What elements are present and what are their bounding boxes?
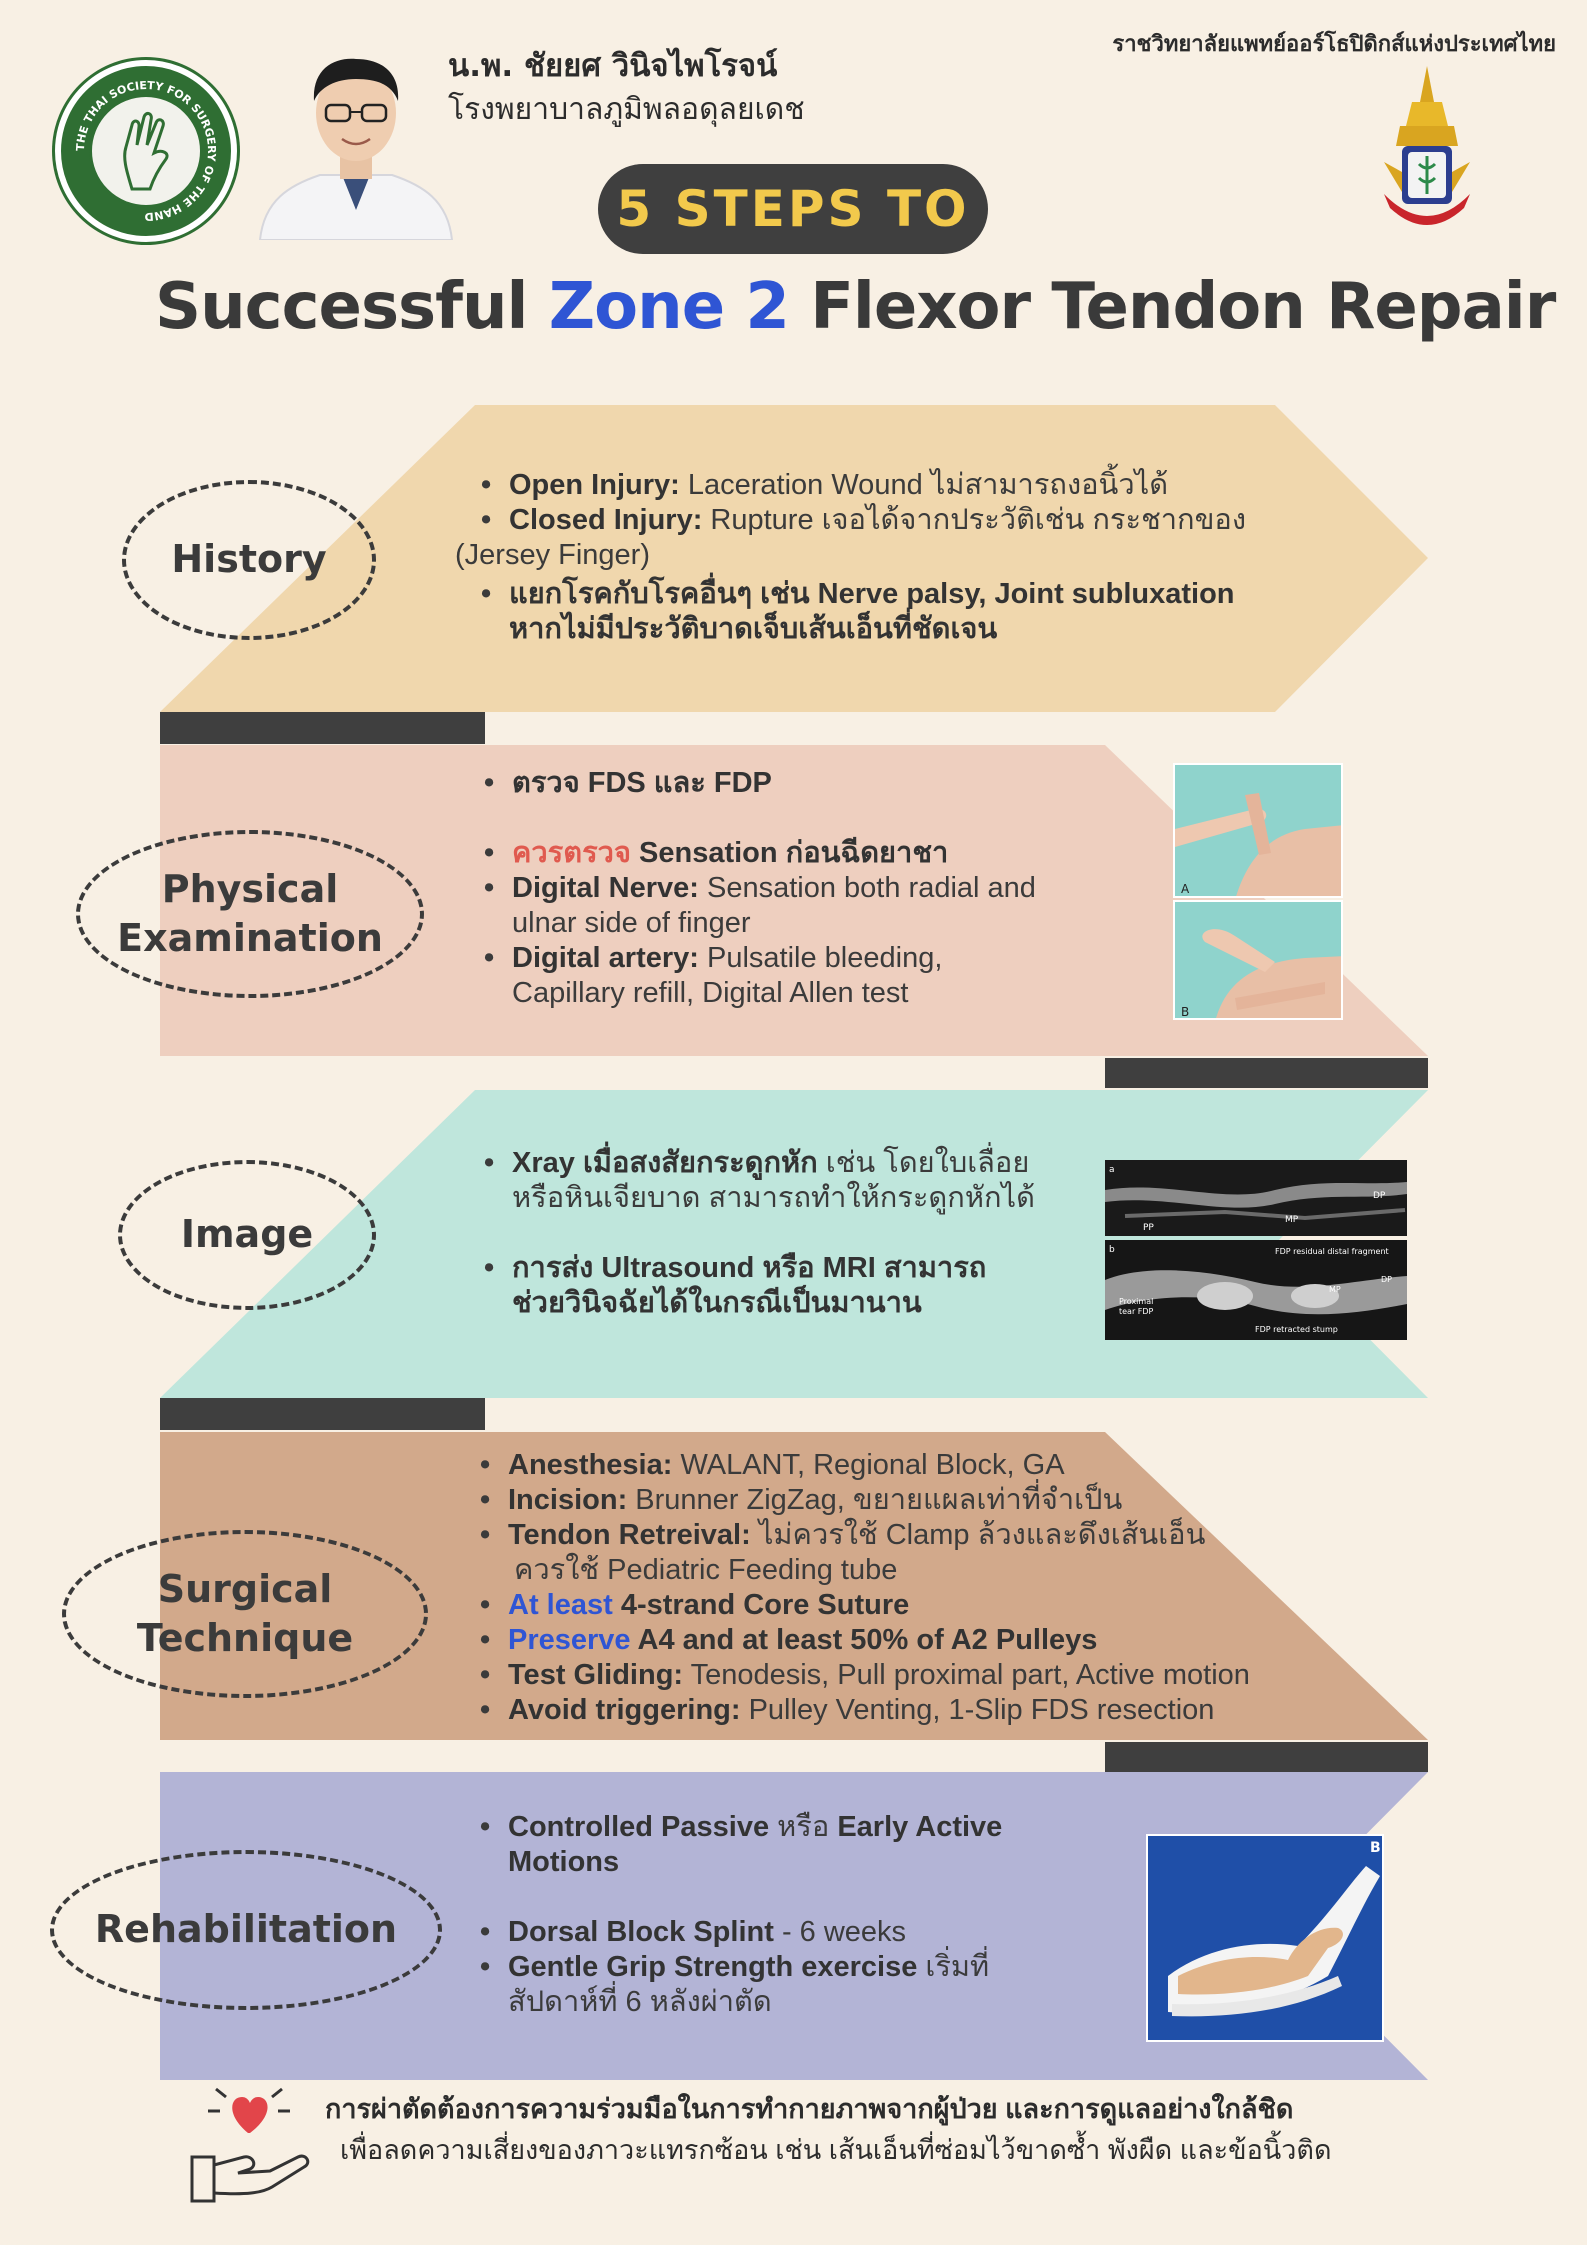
list-item: Open Injury: Laceration Wound ไม่สามารถง… [475, 468, 1335, 503]
caring-hand-heart-icon [186, 2075, 312, 2215]
list-item-continuation: ulnar side of finger [512, 907, 751, 939]
list-item: การส่ง Ultrasound หรือ MRI สามารถ [478, 1251, 1118, 1286]
svg-text:a: a [1109, 1165, 1115, 1175]
history-label: History [122, 480, 376, 640]
list-item: Anesthesia: WALANT, Regional Block, GA [474, 1448, 1404, 1483]
finger-exam-photo-b: B [1173, 900, 1343, 1020]
ultrasound-image-a: a PP MP DP [1105, 1160, 1407, 1236]
surgical-bullets: Anesthesia: WALANT, Regional Block, GA I… [474, 1448, 1404, 1728]
dorsal-block-splint-photo: B [1146, 1834, 1384, 2042]
title-part2: Flexor Tendon Repair [788, 270, 1556, 344]
list-item: Digital artery: Pulsatile bleeding, [478, 941, 1158, 976]
history-bar [160, 712, 485, 744]
list-item: Test Gliding: Tenodesis, Pull proximal p… [474, 1658, 1404, 1693]
list-item-continuation: ช่วยวินิจฉัยได้ในกรณีเป็นมานาน [512, 1287, 922, 1319]
svg-text:tear FDP: tear FDP [1119, 1307, 1154, 1316]
svg-text:b: b [1109, 1245, 1115, 1255]
hospital-name: โรงพยาบาลภูมิพลอดุลยเดช [448, 92, 805, 127]
photo-label-b: B [1181, 1005, 1189, 1019]
list-item: แยกโรคกับโรคอื่นๆ เช่น Nerve palsy, Join… [475, 577, 1335, 612]
royal-college-emblem [1372, 62, 1482, 242]
list-item: Incision: Brunner ZigZag, ขยายแผลเท่าที่… [474, 1483, 1404, 1518]
list-item: Avoid triggering: Pulley Venting, 1-Slip… [474, 1693, 1404, 1728]
svg-text:DP: DP [1381, 1275, 1392, 1284]
doctor-name: น.พ. ชัยยศ วินิจไพโรจน์ [448, 48, 778, 84]
hand-icon [89, 94, 203, 208]
svg-text:Proximal: Proximal [1119, 1297, 1153, 1306]
list-item: Controlled Passive หรือ Early Active [474, 1810, 1114, 1845]
list-item-continuation: หากไม่มีประวัติบาดเจ็บเส้นเอ็นที่ชัดเจน [509, 613, 998, 645]
list-item: Closed Injury: Rupture เจอได้จากประวัติเ… [475, 503, 1335, 538]
image-bar [160, 1398, 485, 1430]
list-item: At least 4-strand Core Suture [474, 1588, 1404, 1623]
list-item-continuation: ควรใช้ Pediatric Feeding tube [514, 1554, 898, 1586]
footer-note-line1: การผ่าตัดต้องการความร่วมมือในการทำกายภาพ… [325, 2094, 1294, 2124]
list-item: Preserve A4 and at least 50% of A2 Pulle… [474, 1623, 1404, 1658]
list-item: Dorsal Block Splint - 6 weeks [474, 1915, 1114, 1950]
rehab-bullets: Controlled Passive หรือ Early Active Mot… [474, 1810, 1114, 2020]
list-item-continuation: หรือหินเจียบาด สามารถทำให้กระดูกหักได้ [512, 1182, 1035, 1214]
title-part1: Successful [155, 270, 549, 344]
hand-society-logo: THE THAI SOCIETY FOR SURGERY OF THE HAND [55, 60, 237, 242]
list-item: Xray เมื่อสงสัยกระดูกหัก เช่น โดยใบเลื่อ… [478, 1146, 1118, 1181]
list-item: ควรตรวจ Sensation ก่อนฉีดยาชา [478, 836, 1158, 871]
photo-label-a: A [1181, 882, 1190, 896]
history-bullets: Open Injury: Laceration Wound ไม่สามารถง… [455, 468, 1335, 647]
title-zone-highlight: Zone 2 [548, 270, 790, 344]
physical-bar [1105, 1058, 1428, 1088]
svg-text:MP: MP [1285, 1215, 1299, 1225]
svg-text:MP: MP [1329, 1285, 1341, 1294]
list-item: Gentle Grip Strength exercise เริ่มที่ [474, 1950, 1114, 1985]
page-title: Successful Zone 2 Flexor Tendon Repair [155, 270, 1556, 344]
mri-image-b: b FDP residual distal fragment Proximal … [1105, 1240, 1407, 1340]
photo-label: B [1370, 1840, 1381, 1856]
svg-text:FDP retracted stump: FDP retracted stump [1255, 1325, 1338, 1334]
svg-text:FDP residual distal fragment: FDP residual distal fragment [1275, 1247, 1389, 1256]
list-item: ตรวจ FDS และ FDP [478, 766, 1158, 801]
footer-note-line2: เพื่อลดความเสี่ยงของภาวะแทรกซ้อน เช่น เส… [340, 2135, 1332, 2165]
svg-text:DP: DP [1373, 1191, 1386, 1201]
list-item: Tendon Retreival: ไม่ควรใช้ Clamp ล้วงแล… [474, 1518, 1404, 1553]
svg-text:PP: PP [1143, 1223, 1154, 1233]
list-item-continuation: Motions [508, 1846, 620, 1878]
list-item: Digital Nerve: Sensation both radial and [478, 871, 1158, 906]
finger-exam-photo-a: A [1173, 763, 1343, 898]
list-item-continuation: สัปดาห์ที่ 6 หลังผ่าตัด [508, 1986, 772, 2018]
organization-name: ราชวิทยาลัยแพทย์ออร์โธปิดิกส์แห่งประเทศไ… [1112, 32, 1556, 57]
image-bullets: Xray เมื่อสงสัยกระดูกหัก เช่น โดยใบเลื่อ… [478, 1146, 1118, 1321]
rehabilitation-label: Rehabilitation [50, 1850, 442, 2010]
doctor-photo [250, 35, 462, 241]
surgical-bar [1105, 1742, 1428, 1772]
list-item-continuation: (Jersey Finger) [455, 539, 650, 571]
physical-bullets: ตรวจ FDS และ FDP ควรตรวจ Sensation ก่อนฉ… [478, 766, 1158, 1011]
steps-badge: 5 STEPS TO [598, 164, 988, 254]
image-label: Image [118, 1160, 376, 1310]
list-item-continuation: Capillary refill, Digital Allen test [512, 977, 909, 1009]
